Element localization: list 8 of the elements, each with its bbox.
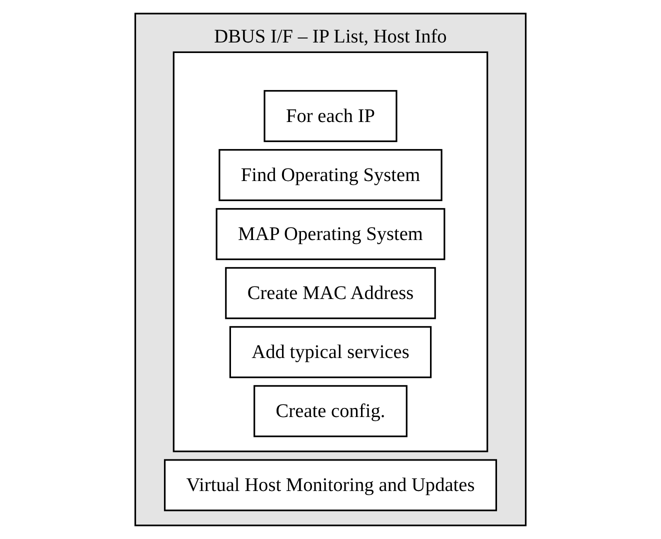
node-box: MAP Operating System: [216, 208, 446, 260]
node-box: Virtual Host Monitoring and Updates: [164, 459, 498, 512]
node-box: Add typical services: [229, 326, 432, 378]
node-box: Create MAC Address: [225, 267, 436, 320]
cluster: [172, 51, 488, 452]
node-box: Find Operating System: [218, 149, 442, 202]
node-box: Create config.: [254, 385, 408, 438]
node-box: For each IP: [264, 90, 398, 142]
